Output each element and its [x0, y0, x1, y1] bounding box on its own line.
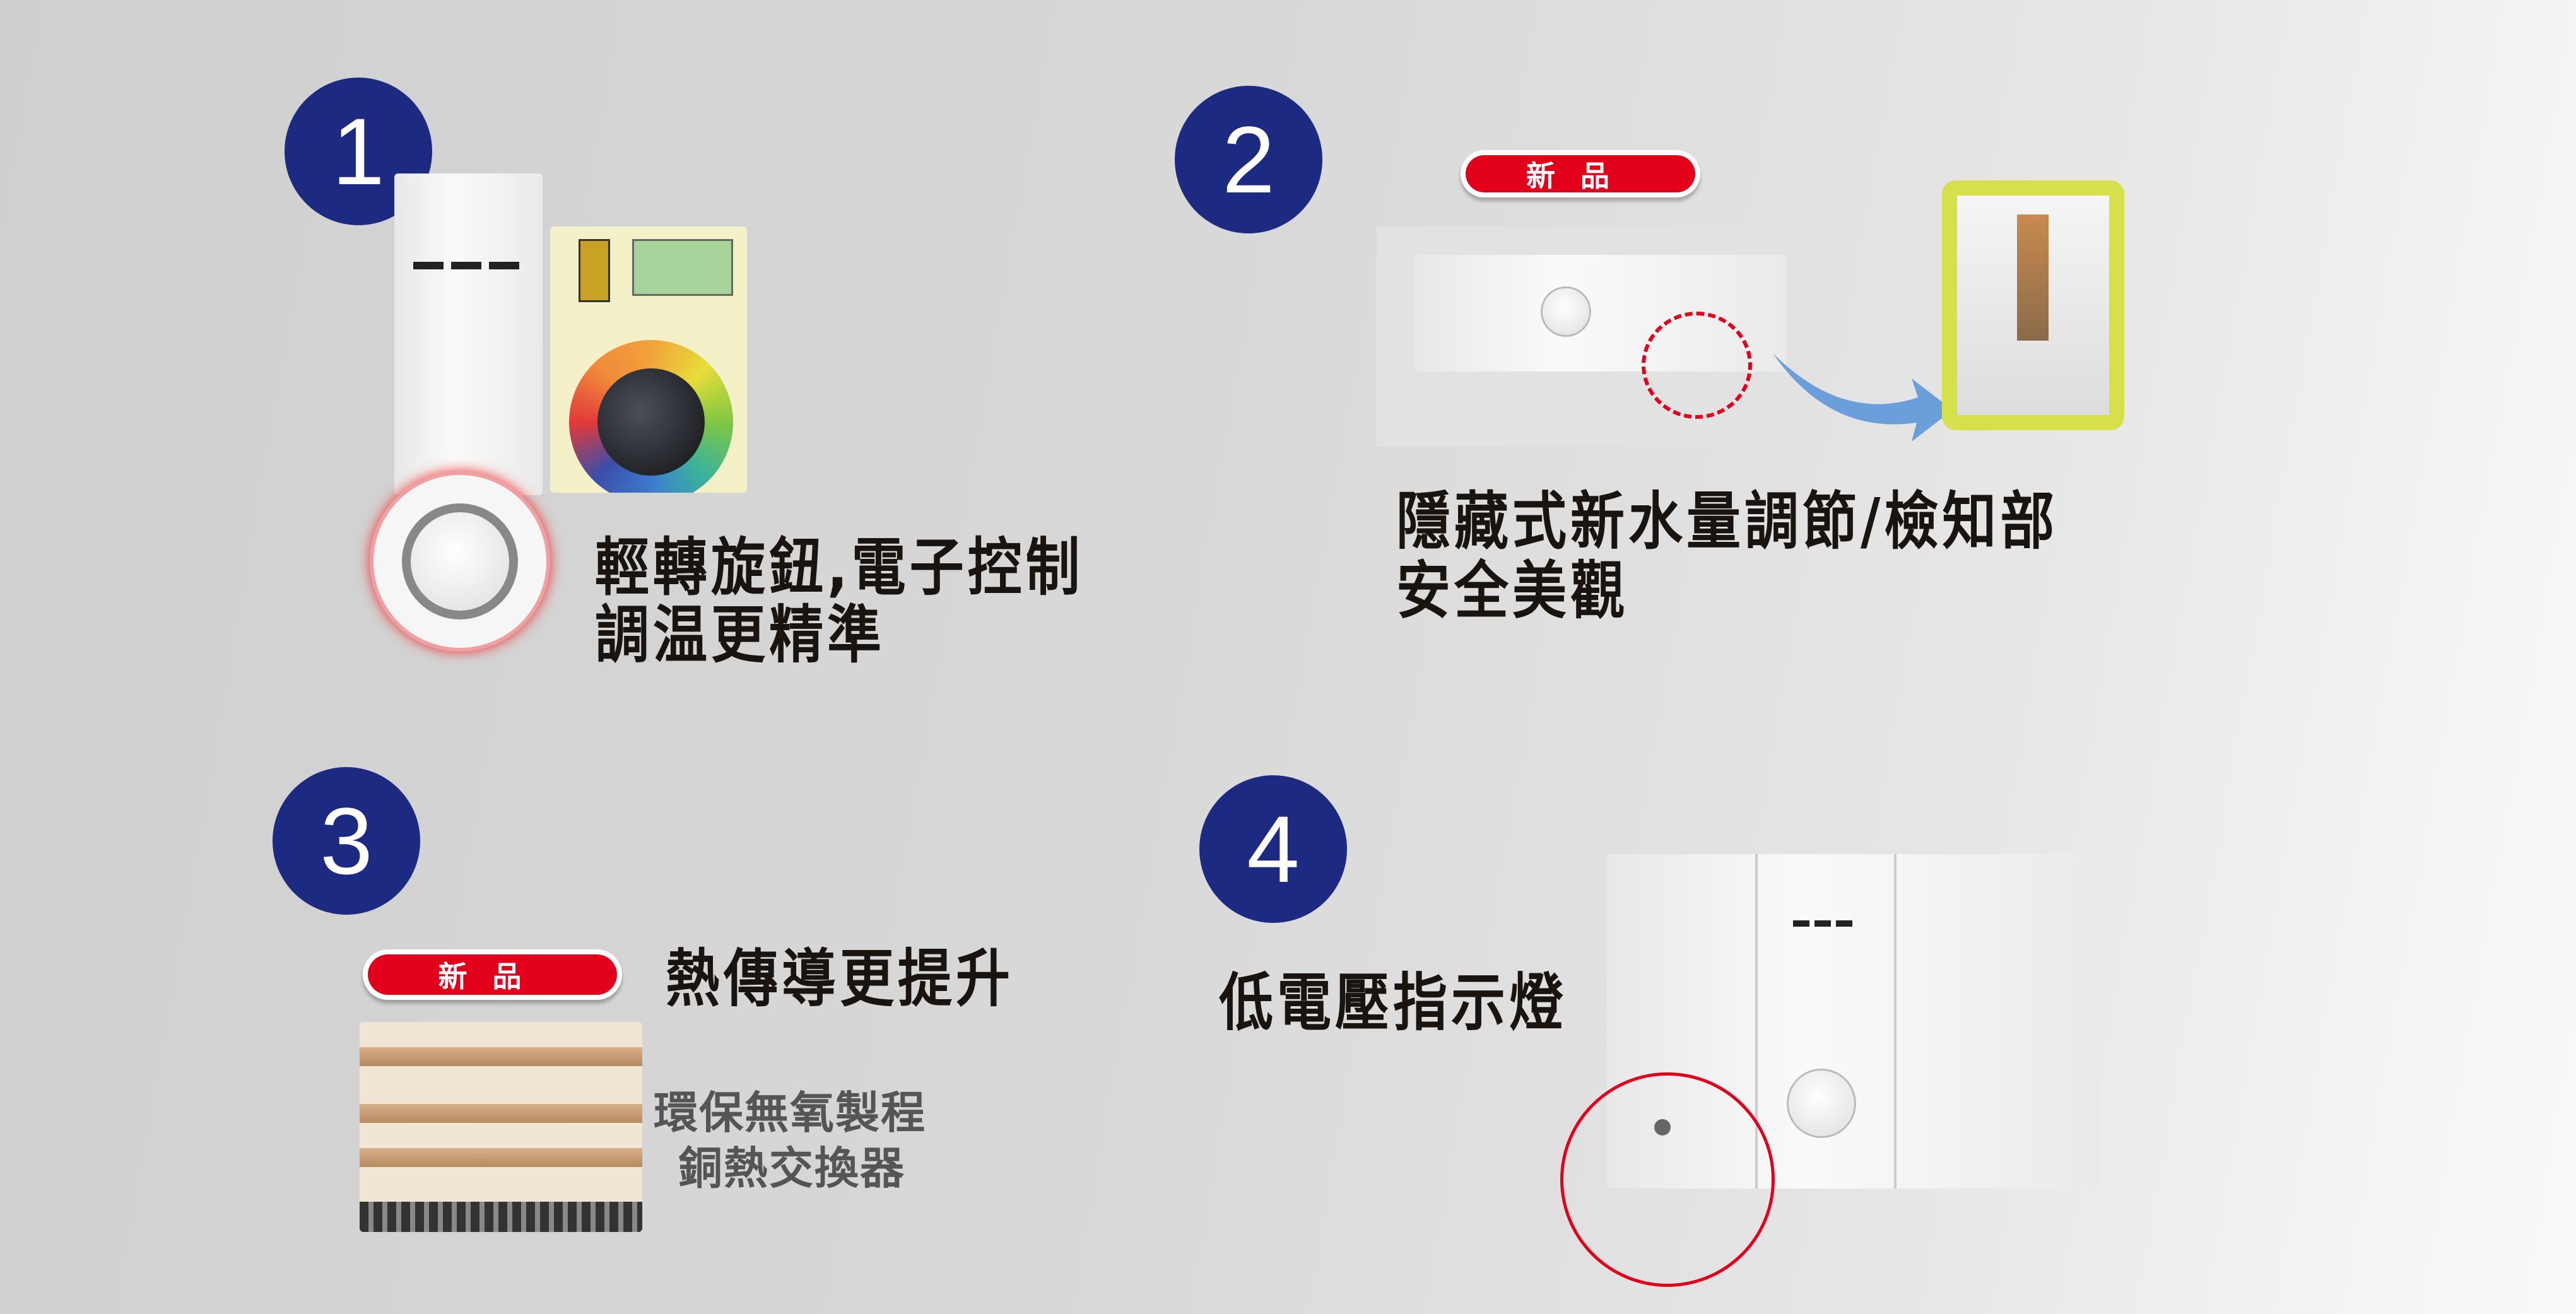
feature-3-title: 熱傳導更提升	[666, 942, 1014, 1016]
water-heater-image	[1607, 854, 2100, 1188]
heat-fins	[360, 1202, 642, 1232]
feature-1-title-line1: 輕轉旋鈕,電子控制	[595, 531, 1084, 604]
hidden-water-regulator-image	[1377, 226, 1808, 447]
regulator-detail-image	[1942, 180, 2124, 430]
heater-knob	[1787, 1069, 1856, 1138]
panel-divider	[1894, 854, 1897, 1188]
temperature-knob-highlight	[370, 471, 550, 652]
circuit-diagram-image	[550, 226, 747, 493]
feature-3-sub-line1: 環保無氧製程	[654, 1087, 926, 1139]
feature-number-2: 2	[1175, 86, 1322, 233]
feature-4-title: 低電壓指示燈	[1219, 966, 1567, 1040]
copper-pipe	[360, 1047, 642, 1066]
circuit-board	[632, 239, 733, 296]
display-dashes	[413, 262, 520, 269]
regulator-highlight-circle	[1642, 312, 1752, 419]
copper-pipe	[360, 1148, 642, 1167]
heater-image	[394, 173, 543, 495]
heater-knob	[1541, 286, 1591, 337]
panel-divider	[1755, 854, 1758, 1188]
feature-2-title-line2: 安全美觀	[1396, 554, 1628, 628]
new-product-badge: 新品	[1461, 150, 1700, 197]
arrow-icon	[1773, 353, 1953, 442]
feature-3-sub-line2: 銅熱交換器	[678, 1142, 905, 1194]
feature-number-1: 1	[285, 78, 432, 225]
indicator-highlight-circle	[1560, 1072, 1775, 1287]
temperature-knob	[402, 503, 518, 619]
dial-knob	[597, 368, 705, 476]
valve-pipe	[2017, 214, 2049, 341]
feature-1-title-line2: 調温更精準	[595, 599, 885, 672]
feature-number-3: 3	[273, 767, 420, 915]
new-product-badge: 新品	[363, 949, 622, 1000]
copper-heat-exchanger-image	[360, 1022, 642, 1232]
feature-2-title-line1: 隱藏式新水量調節/檢知部	[1396, 485, 2059, 558]
display-dashes	[1793, 920, 1853, 927]
copper-pipe	[360, 1104, 642, 1123]
battery-icon	[579, 239, 610, 302]
feature-number-4: 4	[1199, 775, 1347, 923]
